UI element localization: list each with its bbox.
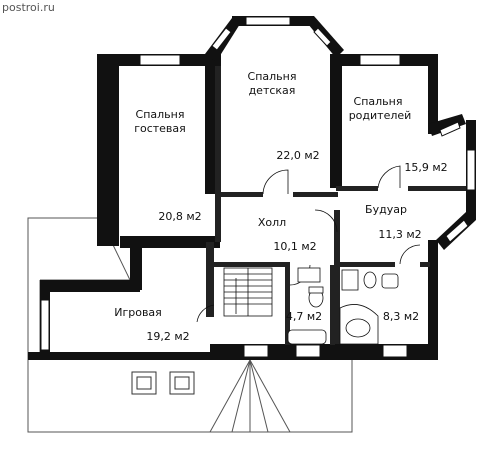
- staircase: [223, 267, 273, 317]
- boudoir-area: 11,3 м2: [378, 228, 421, 241]
- kids-bedroom-name-1: Спальня: [248, 70, 297, 83]
- windows: [40, 16, 476, 358]
- parents-bedroom-area: 15,9 м2: [404, 161, 447, 174]
- plumbing-fixtures: [287, 267, 399, 345]
- playroom-name: Игровая: [114, 306, 162, 319]
- guest-bedroom-area: 20,8 м2: [158, 210, 201, 223]
- guest-bedroom-name-1: Спальня: [136, 108, 185, 121]
- boudoir-name: Будуар: [365, 203, 407, 216]
- kids-bedroom-area: 22,0 м2: [276, 149, 319, 162]
- bathroom-area: 8,3 м2: [383, 310, 419, 323]
- guest-bedroom-name-2: гостевая: [134, 122, 186, 135]
- site-watermark: postroi.ru: [2, 1, 55, 14]
- hall-area: 10,1 м2: [273, 240, 316, 253]
- hall-name: Холл: [258, 216, 286, 229]
- kids-bedroom-name-2: детская: [249, 84, 296, 97]
- parents-bedroom-name-1: Спальня: [354, 95, 403, 108]
- roof-outline: [27, 358, 353, 433]
- inner-walls: [206, 66, 466, 345]
- playroom-area: 19,2 м2: [146, 330, 189, 343]
- parents-bedroom-name-2: родителей: [349, 109, 412, 122]
- wc-area: 4,7 м2: [286, 310, 322, 323]
- room-labels: Спальня гостевая 20,8 м2 Спальня детская…: [114, 70, 447, 343]
